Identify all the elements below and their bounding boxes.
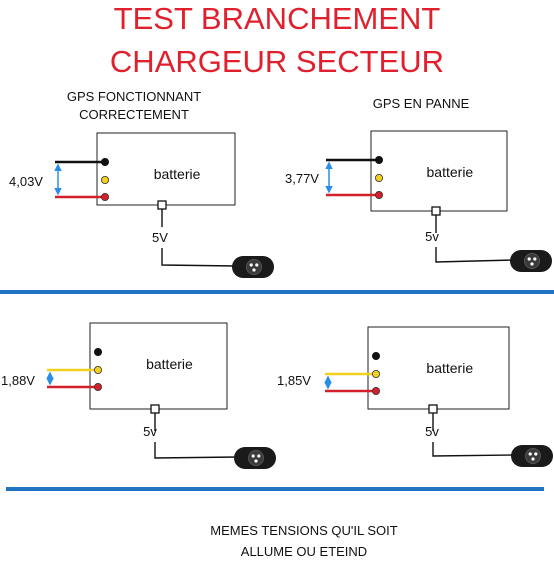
terminal-red	[101, 192, 110, 201]
terminal-black	[94, 347, 103, 356]
charger-cable	[161, 209, 237, 267]
plug-pin	[528, 452, 532, 456]
plug-pin	[255, 263, 259, 267]
plug-voltage-label: 5v	[143, 424, 157, 439]
terminal-yellow	[371, 369, 380, 378]
charging-port	[150, 404, 160, 414]
plug-socket	[248, 450, 264, 466]
battery-box	[89, 322, 228, 410]
footer-line-1: MEMES TENSIONS QU'IL SOIT	[210, 523, 397, 538]
panel-gps-broken-yellow: batterie 1,85V 5v	[277, 326, 553, 467]
plug-pin	[254, 459, 258, 463]
plug-pin	[252, 268, 256, 272]
plug-pin	[531, 457, 535, 461]
terminal-red	[94, 382, 103, 391]
panel-2-caption-line-1: GPS EN PANNE	[373, 96, 470, 111]
voltage-label: 1,85V	[277, 373, 311, 388]
panel-gps-broken: batterie 3,77V 5v	[285, 130, 552, 272]
battery-box	[367, 326, 510, 410]
panel-1-caption-line-1: GPS FONCTIONNANT	[67, 89, 201, 104]
charging-port	[431, 206, 441, 216]
battery-label: batterie	[427, 164, 474, 180]
battery-label: batterie	[154, 166, 201, 182]
plug-voltage-label: 5v	[425, 424, 439, 439]
plug-pin	[527, 257, 531, 261]
battery-box	[370, 130, 508, 212]
terminal-red	[374, 190, 383, 199]
plug-pin	[533, 257, 537, 261]
title-line-1: TEST BRANCHEMENT	[114, 1, 441, 36]
battery-label: batterie	[146, 356, 193, 372]
terminal-yellow	[374, 173, 383, 182]
footer-line-2: ALLUME OU ETEIND	[241, 544, 367, 559]
plug-pin	[251, 454, 255, 458]
separator-line-bottom	[6, 487, 544, 491]
plug-pin	[257, 454, 261, 458]
plug-socket	[246, 259, 262, 275]
plug-pin	[534, 452, 538, 456]
charger-cable	[154, 413, 239, 459]
terminal-black	[374, 155, 383, 164]
panel-gps-working-yellow: batterie 1,88V 5v	[1, 322, 276, 469]
panel-gps-working: batterie 4,03V 5V	[9, 132, 274, 278]
terminal-yellow	[94, 365, 103, 374]
terminal-yellow	[101, 175, 110, 184]
plug-pin	[530, 262, 534, 266]
charger-cable	[432, 413, 516, 457]
terminal-black	[371, 351, 380, 360]
terminal-red	[371, 386, 380, 395]
plug-voltage-label: 5V	[152, 230, 168, 245]
panel-1-caption-line-2: CORRECTEMENT	[79, 107, 189, 122]
plug-voltage-label: 5v	[425, 229, 439, 244]
terminal-black	[101, 157, 110, 166]
battery-box	[96, 132, 236, 206]
plug-pin	[249, 263, 253, 267]
battery-label: batterie	[426, 360, 473, 376]
charging-port	[157, 200, 167, 210]
charging-port	[428, 404, 438, 414]
voltage-label: 3,77V	[285, 171, 319, 186]
plug-socket	[524, 253, 540, 269]
voltage-label: 4,03V	[9, 174, 43, 189]
plug-socket	[525, 448, 541, 464]
voltage-label: 1,88V	[1, 373, 35, 388]
charger-cable	[435, 215, 515, 263]
title-line-2: CHARGEUR SECTEUR	[110, 44, 444, 79]
separator-line-top	[0, 290, 554, 294]
